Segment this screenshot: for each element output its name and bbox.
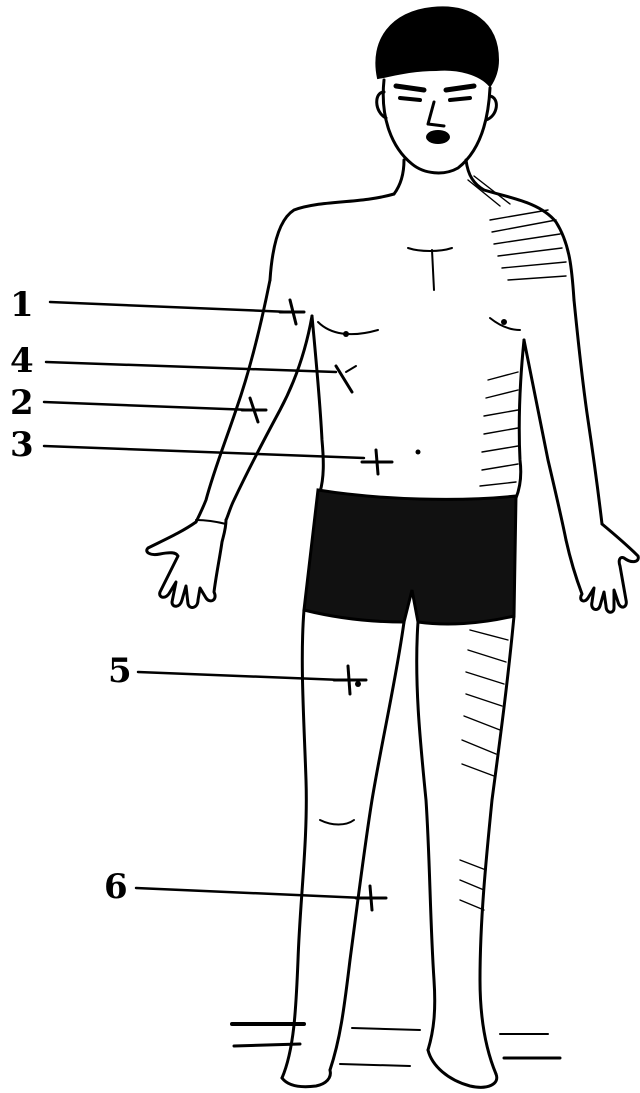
leader-3: [44, 446, 364, 458]
torso-right-side: [516, 340, 524, 498]
label-1: 1: [10, 285, 34, 325]
leader-2: [44, 402, 252, 410]
right-arm-outer: [574, 300, 602, 524]
left-nipple: [343, 331, 349, 337]
label-2: 2: [10, 383, 34, 423]
right-hand: [566, 524, 638, 612]
left-foot: [282, 1070, 330, 1087]
navel: [416, 450, 421, 455]
ground-lines: [232, 1024, 560, 1066]
right-arm-inner: [524, 340, 566, 540]
right-nipple: [501, 319, 507, 325]
right-eye: [450, 98, 470, 100]
left-arm-outer: [196, 280, 270, 522]
left-leg-inner: [330, 622, 404, 1070]
label-3: 3: [10, 425, 34, 465]
left-leg-outer: [282, 610, 306, 1078]
leader-4: [46, 362, 336, 372]
left-knee: [320, 820, 354, 825]
left-brow: [396, 86, 424, 90]
leader-5: [138, 672, 342, 680]
right-foot: [428, 1050, 497, 1087]
mouth: [426, 130, 450, 144]
left-eye: [400, 98, 420, 100]
marker-4: [336, 366, 356, 392]
number-labels: 1 4 2 3 5 6: [10, 285, 132, 907]
shorts: [304, 490, 516, 624]
shading-right-torso: [480, 372, 518, 486]
collar-line: [408, 248, 452, 251]
marker-3: [362, 450, 392, 474]
hair: [376, 7, 498, 86]
right-shoulder: [484, 190, 574, 300]
neck-left: [394, 160, 404, 194]
label-4: 4: [10, 341, 34, 381]
right-brow: [446, 86, 474, 90]
sternum: [432, 250, 434, 290]
left-hand: [147, 520, 226, 607]
shading-right-shoulder: [468, 176, 566, 280]
leader-1: [50, 302, 290, 312]
human-figure: [147, 7, 639, 1087]
leader-6: [136, 888, 364, 898]
label-6: 6: [104, 867, 128, 907]
left-arm-inner: [226, 316, 312, 520]
label-5: 5: [108, 651, 132, 691]
shading-right-leg: [460, 630, 508, 910]
nose: [428, 102, 444, 126]
torso-left-side: [312, 316, 323, 492]
right-leg-inner: [417, 622, 435, 1050]
left-shoulder: [270, 194, 394, 280]
left-wrist: [196, 520, 226, 524]
right-leg-outer: [480, 616, 514, 1074]
